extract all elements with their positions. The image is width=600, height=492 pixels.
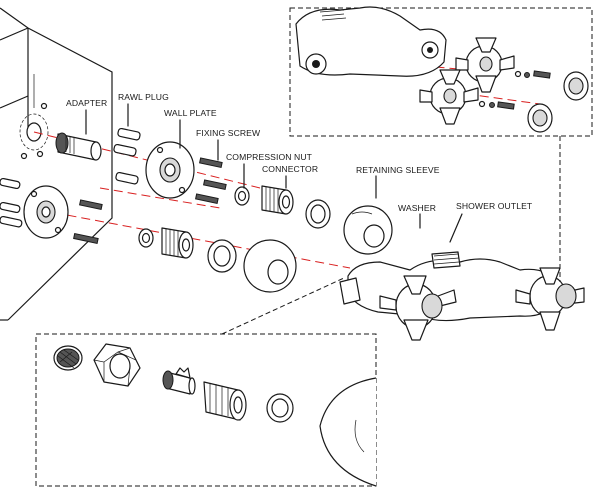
wall-plate-upper xyxy=(145,141,195,199)
hex-nut xyxy=(93,343,141,387)
check-valve xyxy=(162,367,196,395)
valve-body xyxy=(339,251,585,341)
outlet-washer xyxy=(266,393,294,423)
compression-nut-lower xyxy=(138,228,154,248)
washer-ring-lower xyxy=(207,239,237,273)
leader-lines xyxy=(85,103,463,243)
connector-lower xyxy=(161,227,194,259)
wall xyxy=(0,7,113,321)
compression-nut-upper xyxy=(234,186,250,206)
left-cross-handle xyxy=(379,275,457,341)
label-washer: WASHER xyxy=(398,203,436,213)
retaining-sleeve-lower xyxy=(243,239,297,293)
inset-cross-handle-upper xyxy=(455,37,515,93)
label-connector: CONNECTOR xyxy=(262,164,318,174)
adapter xyxy=(55,132,102,161)
label-compression-nut: COMPRESSION NUT xyxy=(226,152,313,162)
label-retaining-sleeve: RETAINING SLEEVE xyxy=(356,165,440,175)
label-adapter: ADAPTER xyxy=(66,98,107,108)
fixing-screws-lower xyxy=(73,199,103,245)
rawl-plugs-lower xyxy=(0,177,23,228)
label-wall-plate: WALL PLATE xyxy=(164,108,217,118)
label-shower-outlet: SHOWER OUTLET xyxy=(456,201,533,211)
rawl-plugs-upper xyxy=(113,127,141,185)
retaining-sleeve-upper xyxy=(343,205,393,255)
fixing-screws-upper xyxy=(195,157,227,205)
mesh-filter xyxy=(53,345,83,371)
inset-cross-handle-lower xyxy=(419,69,479,125)
right-cross-handle xyxy=(515,267,585,331)
label-fixing-screw: FIXING SCREW xyxy=(196,128,261,138)
inset-handle-detail xyxy=(289,6,593,137)
wall-plate-lower xyxy=(23,185,69,239)
inset-outlet-detail xyxy=(35,277,377,487)
washer-ring-upper xyxy=(305,199,331,229)
label-rawl-plug: RAWL PLUG xyxy=(118,92,169,102)
threaded-connector xyxy=(203,381,247,421)
connector-upper xyxy=(261,185,294,215)
